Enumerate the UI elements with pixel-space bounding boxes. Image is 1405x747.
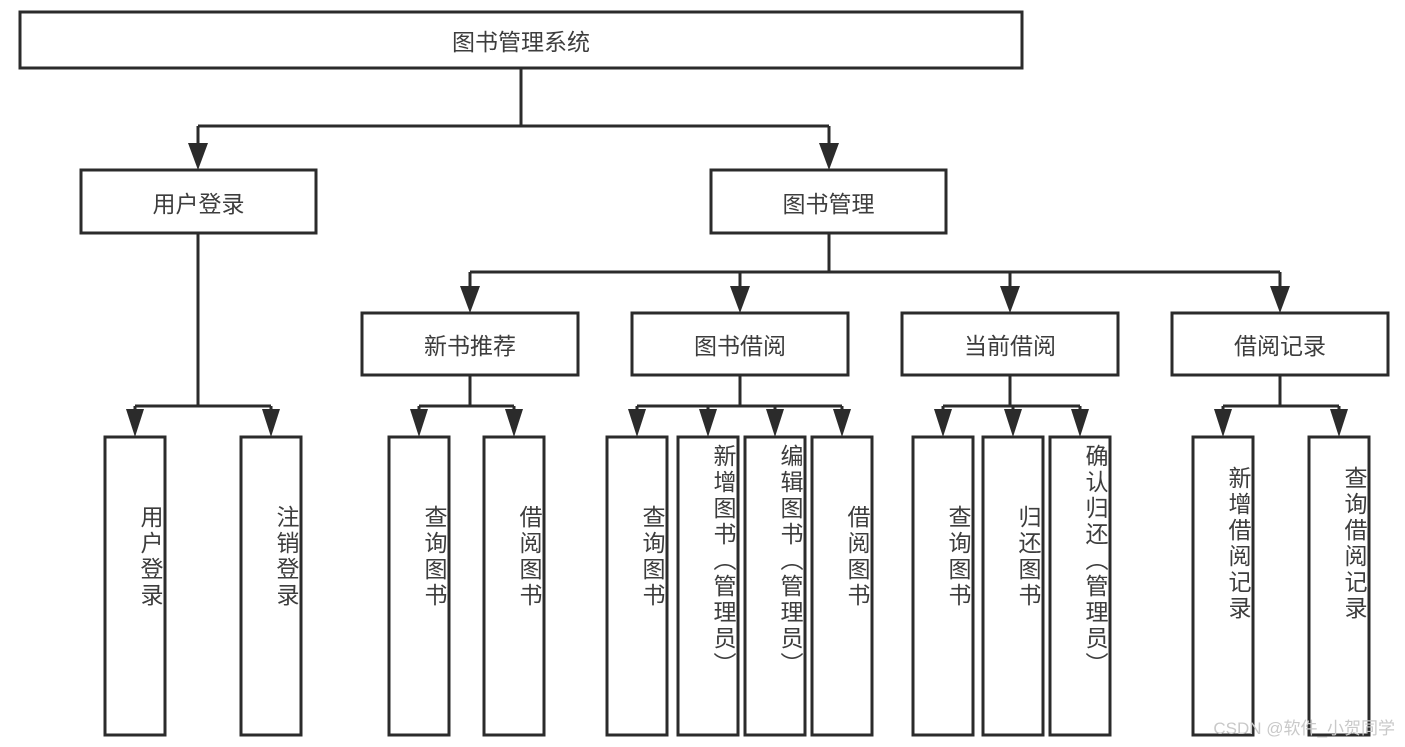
arrow-leaf-query-book-3-icon xyxy=(934,409,952,437)
arrow-leaf-logout-icon xyxy=(262,409,280,437)
node-user-login-box[interactable] xyxy=(79,168,318,235)
node-leaf-user-login-box[interactable] xyxy=(103,435,167,737)
arrow-to-current-borrow-icon xyxy=(1000,286,1020,313)
arrow-to-book-borrow-icon xyxy=(730,286,750,313)
node-leaf-edit-book-box[interactable] xyxy=(743,435,807,737)
arrow-to-user-login-icon xyxy=(188,143,208,170)
node-leaf-borrow-book-2-box[interactable] xyxy=(810,435,874,737)
arrow-leaf-borrow-book-2-icon xyxy=(833,409,851,437)
arrow-leaf-query-record-icon xyxy=(1330,409,1348,437)
arrow-leaf-confirm-return-icon xyxy=(1071,409,1089,437)
arrow-leaf-query-book-1-icon xyxy=(410,409,428,437)
node-root-box[interactable] xyxy=(18,10,1024,70)
arrow-leaf-edit-book-icon xyxy=(766,409,784,437)
arrow-leaf-user-login-icon xyxy=(126,409,144,437)
arrow-leaf-return-book-icon xyxy=(1004,409,1022,437)
arrow-to-book-management-icon xyxy=(819,143,839,170)
node-leaf-borrow-book-1-box[interactable] xyxy=(482,435,546,737)
node-new-book-recommend-box[interactable] xyxy=(360,311,580,377)
arrow-leaf-add-record-icon xyxy=(1214,409,1232,437)
arrow-to-new-book-recommend-icon xyxy=(460,286,480,313)
node-leaf-query-record-box[interactable] xyxy=(1307,435,1371,737)
node-leaf-add-record-box[interactable] xyxy=(1191,435,1255,737)
node-book-borrow-box[interactable] xyxy=(630,311,850,377)
arrow-leaf-add-book-icon xyxy=(699,409,717,437)
node-current-borrow-box[interactable] xyxy=(900,311,1120,377)
arrow-leaf-query-book-2-icon xyxy=(628,409,646,437)
node-leaf-logout-box[interactable] xyxy=(239,435,303,737)
arrow-leaf-borrow-book-1-icon xyxy=(505,409,523,437)
node-leaf-confirm-return-box[interactable] xyxy=(1048,435,1112,737)
node-leaf-add-book-box[interactable] xyxy=(676,435,740,737)
node-book-management-box[interactable] xyxy=(709,168,948,235)
node-leaf-return-book-box[interactable] xyxy=(981,435,1045,737)
node-leaf-query-book-1-box[interactable] xyxy=(387,435,451,737)
arrow-to-borrow-record-icon xyxy=(1270,286,1290,313)
node-leaf-query-book-3-box[interactable] xyxy=(911,435,975,737)
node-leaf-query-book-2-box[interactable] xyxy=(605,435,669,737)
node-borrow-record-box[interactable] xyxy=(1170,311,1390,377)
